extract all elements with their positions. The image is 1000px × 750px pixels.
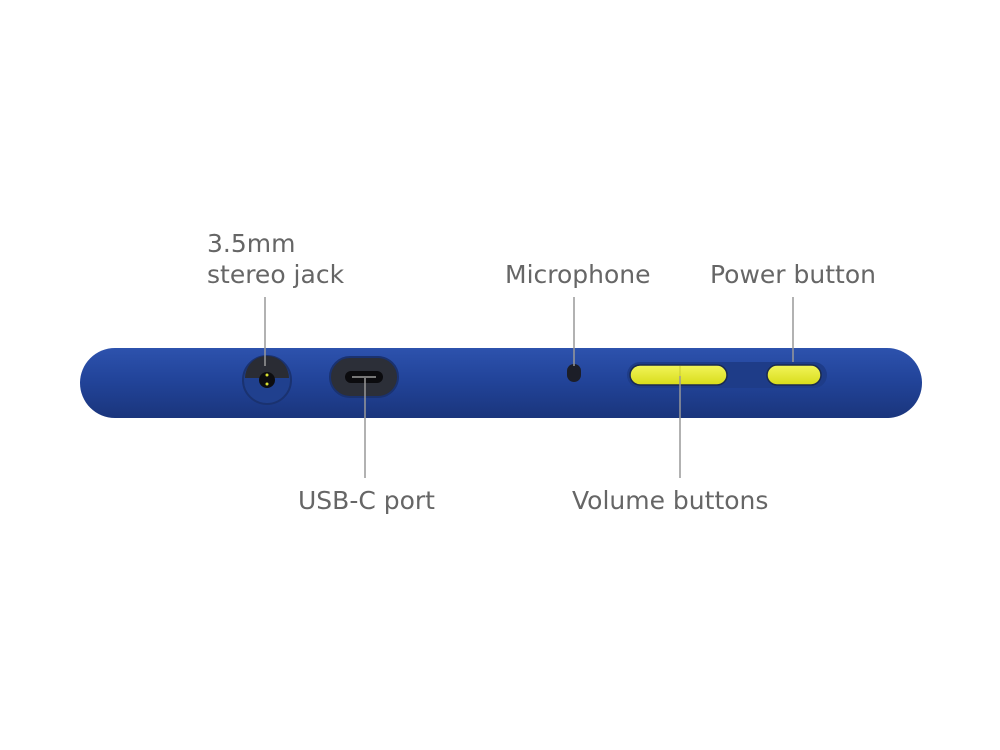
stereo-jack (242, 355, 292, 405)
microphone-hole (567, 364, 581, 382)
label-microphone: Microphone (505, 260, 651, 289)
leader-lines (264, 297, 794, 478)
label-stereo-jack: 3.5mm stereo jack (207, 228, 344, 290)
volume-buttons[interactable] (629, 364, 728, 386)
label-usb-c-port: USB-C port (298, 486, 435, 515)
label-stereo-jack-line2: stereo jack (207, 260, 345, 289)
label-power-button: Power button (710, 260, 876, 289)
usb-c-port (329, 356, 399, 398)
label-stereo-jack-line1: 3.5mm (207, 229, 296, 258)
label-volume-buttons: Volume buttons (572, 486, 769, 515)
power-button[interactable] (766, 364, 822, 386)
